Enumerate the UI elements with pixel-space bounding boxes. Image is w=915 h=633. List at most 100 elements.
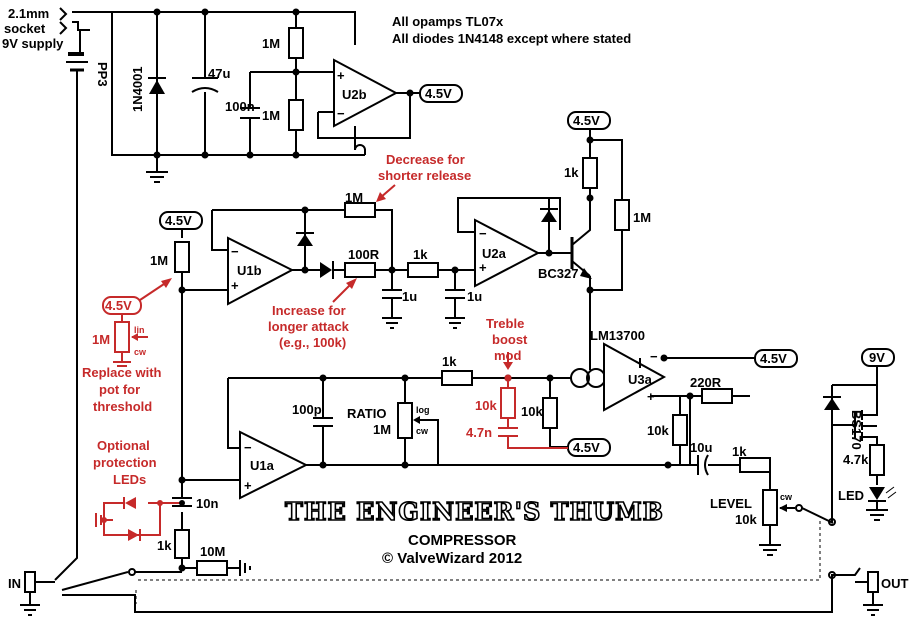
mosfet-label: BS170 bbox=[849, 410, 864, 450]
attack-mod-line3: (e.g., 100k) bbox=[279, 335, 346, 350]
pot-level-value: 10k bbox=[735, 512, 757, 527]
thresh-mod-line1: Replace with bbox=[82, 365, 162, 380]
pot-level-cw: cw bbox=[780, 492, 793, 502]
release-mod-line2: shorter release bbox=[378, 168, 471, 183]
cap-47u-label: 47u bbox=[208, 66, 230, 81]
u3a-plus: + bbox=[647, 389, 655, 404]
r-1k-mid-label: 1k bbox=[413, 247, 428, 262]
c-10u-label: 10u bbox=[690, 440, 712, 455]
thresh-pot-cw: cw bbox=[134, 347, 147, 357]
treble-mod-line1: Treble bbox=[486, 316, 524, 331]
u2a-label: U2a bbox=[482, 246, 507, 261]
title-credit: © ValveWizard 2012 bbox=[382, 550, 522, 567]
u2b-out-rail: 4.5V bbox=[425, 86, 452, 101]
thresh-pot-value: 1M bbox=[92, 332, 110, 347]
socket-label-3: 9V supply bbox=[2, 36, 64, 51]
power-supply-section bbox=[54, 7, 420, 581]
u3a-minus: − bbox=[650, 349, 658, 364]
r-1k-out-label: 1k bbox=[732, 444, 747, 459]
u2b-label: U2b bbox=[342, 87, 367, 102]
treble-boost-mod bbox=[498, 352, 568, 449]
rail-tag-4v5-q bbox=[567, 111, 611, 130]
treble-c-label: 4.7n bbox=[466, 425, 492, 440]
thresh-rail: 4.5V bbox=[105, 298, 132, 313]
rail-45-u3: 4.5V bbox=[760, 351, 787, 366]
u2b-plus: + bbox=[337, 68, 345, 83]
pot-level-label: LEVEL bbox=[710, 496, 752, 511]
socket-label-2: socket bbox=[4, 21, 46, 36]
treble-r-label: 10k bbox=[475, 398, 497, 413]
prot-mod-line1: Optional bbox=[97, 438, 150, 453]
rail-tag-4v5-u1b bbox=[159, 211, 203, 230]
rail-45-u1b: 4.5V bbox=[165, 213, 192, 228]
r-4k7-label: 4.7k bbox=[843, 452, 869, 467]
u2a-minus: − bbox=[479, 226, 487, 241]
battery-label: PP3 bbox=[95, 62, 110, 87]
c-10n-label: 10n bbox=[196, 496, 218, 511]
diode-1n4001-label: 1N4001 bbox=[130, 66, 145, 112]
note-diodes: All diodes 1N4148 except where stated bbox=[392, 31, 631, 46]
r-10k-u3-label: 10k bbox=[647, 423, 669, 438]
pot-ratio-log: log bbox=[416, 405, 430, 415]
cap-100n-label: 100n bbox=[225, 99, 255, 114]
r-1k-u1a-label: 1k bbox=[442, 354, 457, 369]
led-label: LED bbox=[838, 488, 864, 503]
r-1m-q-label: 1M bbox=[633, 210, 651, 225]
u1b-label: U1b bbox=[237, 263, 262, 278]
sidechain-section bbox=[174, 128, 630, 370]
ota-section bbox=[570, 342, 755, 466]
led-indicator-section bbox=[823, 366, 897, 522]
pot-ratio-value: 1M bbox=[373, 422, 391, 437]
c-1u-a-label: 1u bbox=[402, 289, 417, 304]
r-220r-label: 220R bbox=[690, 375, 722, 390]
r-1k-q-label: 1k bbox=[564, 165, 579, 180]
treble-mod-line2: boost bbox=[492, 332, 528, 347]
u1a-plus: + bbox=[244, 478, 252, 493]
rail-45-q: 4.5V bbox=[573, 113, 600, 128]
c-1u-b-label: 1u bbox=[467, 289, 482, 304]
u1a-label: U1a bbox=[250, 458, 275, 473]
rail-tag-4v5 bbox=[419, 84, 463, 103]
u1b-plus: + bbox=[231, 278, 239, 293]
socket-label-1: 2.1mm bbox=[8, 6, 49, 21]
prot-mod-line2: protection bbox=[93, 455, 157, 470]
bc327-label: BC327 bbox=[538, 266, 578, 281]
ota-label: LM13700 bbox=[590, 328, 645, 343]
r-10m-label: 10M bbox=[200, 544, 225, 559]
rail-tag-9v bbox=[861, 348, 895, 367]
prot-mod-line3: LEDs bbox=[113, 472, 146, 487]
u3a-label: U3a bbox=[628, 372, 653, 387]
thresh-mod-line3: threshold bbox=[93, 399, 152, 414]
c-100p-label: 100p bbox=[292, 402, 322, 417]
u2b-minus: − bbox=[337, 106, 345, 121]
r-100r-label: 100R bbox=[348, 247, 380, 262]
thresh-pot-lin: lin bbox=[134, 325, 145, 335]
r-10k-a-label: 10k bbox=[521, 404, 543, 419]
pot-ratio-cw: cw bbox=[416, 426, 429, 436]
title-main: THE ENGINEER'S THUMB bbox=[285, 497, 664, 526]
rail-tag-4v5-u3 bbox=[754, 349, 798, 368]
r-1k-in-label: 1k bbox=[157, 538, 172, 553]
in-jack-label: IN bbox=[8, 576, 21, 591]
u1b-minus: − bbox=[231, 244, 239, 259]
pot-ratio-label: RATIO bbox=[347, 406, 386, 421]
release-mod-line1: Decrease for bbox=[386, 152, 465, 167]
attack-mod-line1: Increase for bbox=[272, 303, 346, 318]
r-1m-bot-label: 1M bbox=[262, 108, 280, 123]
rail-9v: 9V bbox=[869, 350, 885, 365]
attack-mod-line2: longer attack bbox=[268, 319, 350, 334]
rail-45-boost: 4.5V bbox=[573, 440, 600, 455]
protection-leds-mod bbox=[95, 497, 185, 541]
threshold-pot-mod bbox=[102, 278, 172, 367]
thresh-mod-line2: pot for bbox=[99, 382, 140, 397]
u2a-plus: + bbox=[479, 260, 487, 275]
r-1m-u1b-label: 1M bbox=[150, 253, 168, 268]
r-1m-top-label: 1M bbox=[262, 36, 280, 51]
u1a-minus: − bbox=[244, 440, 252, 455]
note-opamps: All opamps TL07x bbox=[392, 14, 504, 29]
treble-mod-line3: mod bbox=[494, 348, 522, 363]
out-jack-label: OUT bbox=[881, 576, 909, 591]
title-sub: COMPRESSOR bbox=[408, 532, 517, 549]
r-1m-fb-label: 1M bbox=[345, 190, 363, 205]
